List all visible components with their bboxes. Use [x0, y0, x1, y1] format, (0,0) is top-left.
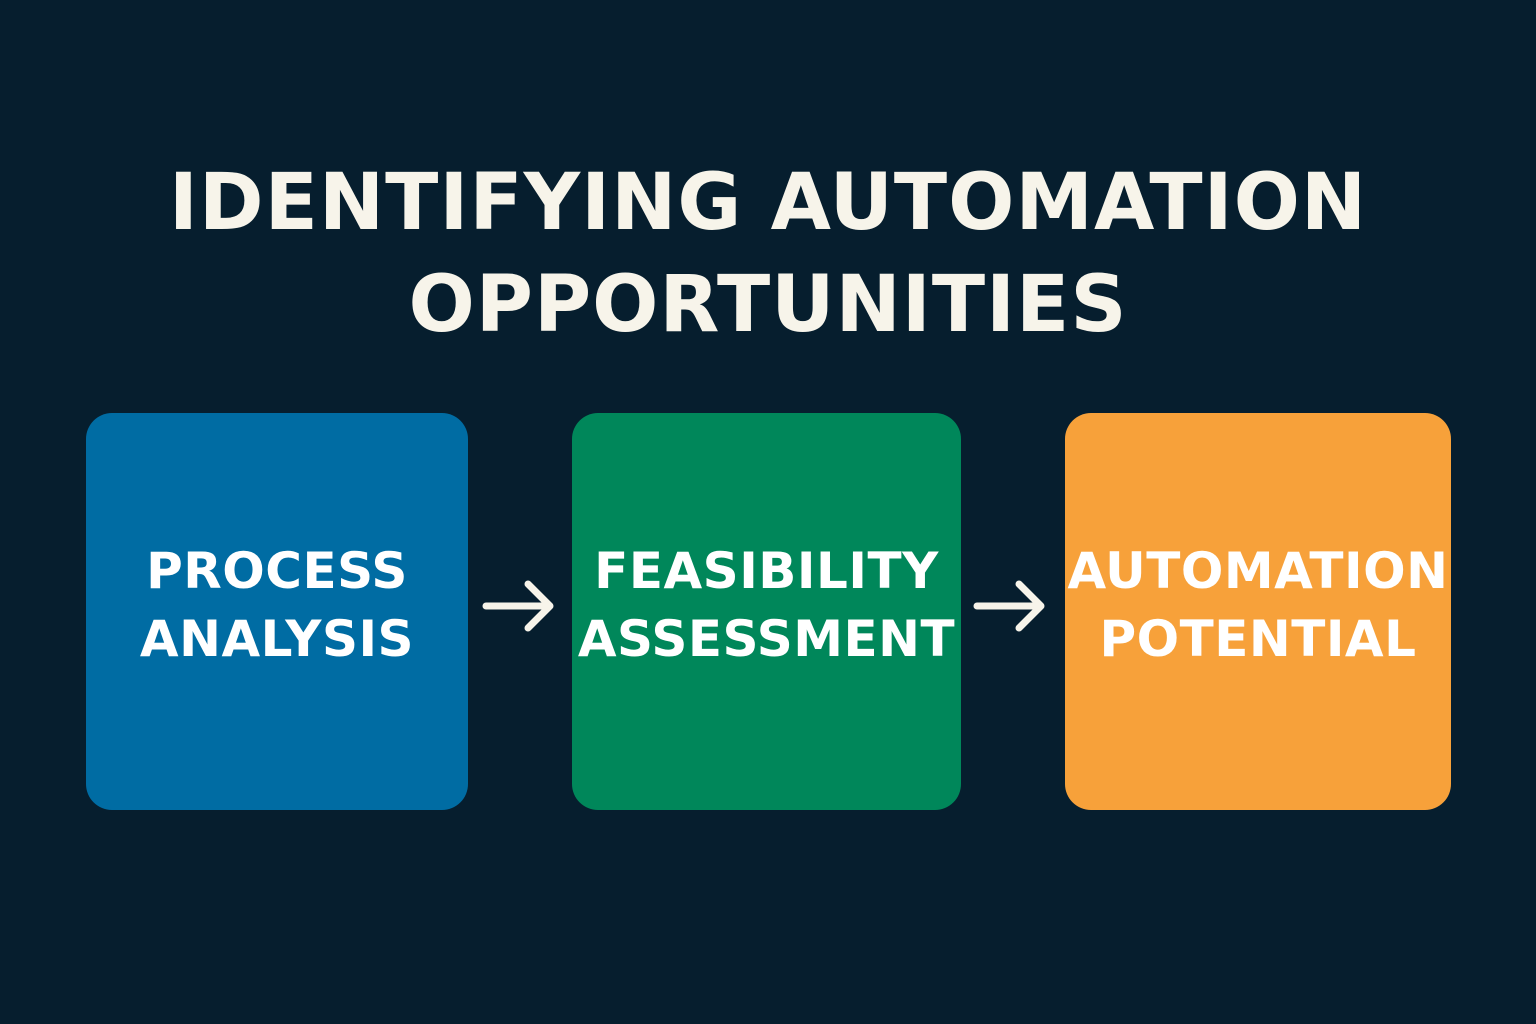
step-label: PROCESS ANALYSIS	[140, 537, 414, 673]
step-process-analysis: PROCESS ANALYSIS	[86, 413, 468, 810]
title-line-1: IDENTIFYING AUTOMATION	[168, 158, 1368, 249]
step-label: FEASIBILITY ASSESSMENT	[578, 537, 955, 673]
step-label-line-1: PROCESS	[146, 541, 408, 600]
step-automation-potential: AUTOMATION POTENTIAL	[1065, 413, 1451, 810]
page-title: IDENTIFYING AUTOMATION OPPORTUNITIES	[0, 152, 1536, 356]
step-label-line-2: POTENTIAL	[1099, 609, 1417, 668]
step-feasibility-assessment: FEASIBILITY ASSESSMENT	[572, 413, 961, 810]
step-label: AUTOMATION POTENTIAL	[1067, 537, 1448, 673]
step-label-line-1: AUTOMATION	[1067, 541, 1449, 600]
arrow-right-icon	[482, 580, 554, 632]
step-label-line-1: FEASIBILITY	[594, 541, 939, 600]
step-label-line-2: ASSESSMENT	[577, 609, 956, 668]
title-line-2: OPPORTUNITIES	[408, 260, 1128, 351]
arrow-right-icon	[973, 580, 1045, 632]
step-label-line-2: ANALYSIS	[139, 609, 415, 668]
